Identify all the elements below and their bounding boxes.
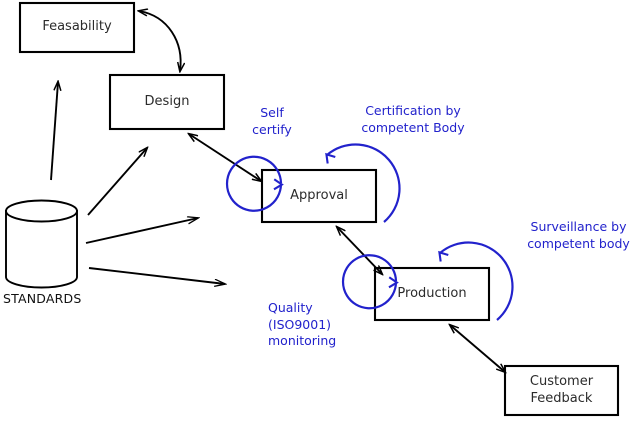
annotation-self-certify: Self certify (252, 105, 292, 137)
node-shapes (5, 1, 620, 417)
loop-surveillance[interactable] (438, 241, 514, 321)
node-standards-label: STANDARDS (3, 291, 82, 306)
loop-certification[interactable] (325, 143, 401, 223)
node-standards-cylinder[interactable] (5, 199, 78, 289)
loop-quality-monitoring[interactable] (341, 254, 399, 310)
flow-approval-production[interactable] (337, 227, 382, 274)
flow-standards-feasability[interactable] (50, 82, 58, 181)
flow-standards-design[interactable] (87, 148, 147, 216)
annotation-loops (225, 143, 514, 321)
annotation-quality-monitoring: Quality (ISO9001) monitoring (268, 300, 337, 349)
flow-standards-approval[interactable] (85, 218, 198, 244)
node-design-box[interactable] (108, 73, 226, 131)
flow-production-feedback[interactable] (450, 325, 505, 372)
flow-arrows (50, 11, 505, 372)
annotation-surveillance-body: Surveillance by competent body (527, 219, 630, 251)
node-feasability-box[interactable] (18, 1, 136, 54)
flow-standards-production[interactable] (88, 267, 225, 284)
flow-feasability-design[interactable] (139, 11, 181, 71)
node-customer-feedback-box[interactable] (503, 364, 620, 417)
annotation-certification-body: Certification by competent Body (361, 103, 465, 135)
flow-design-approval[interactable] (189, 134, 261, 181)
loop-self-certify[interactable] (225, 155, 284, 212)
